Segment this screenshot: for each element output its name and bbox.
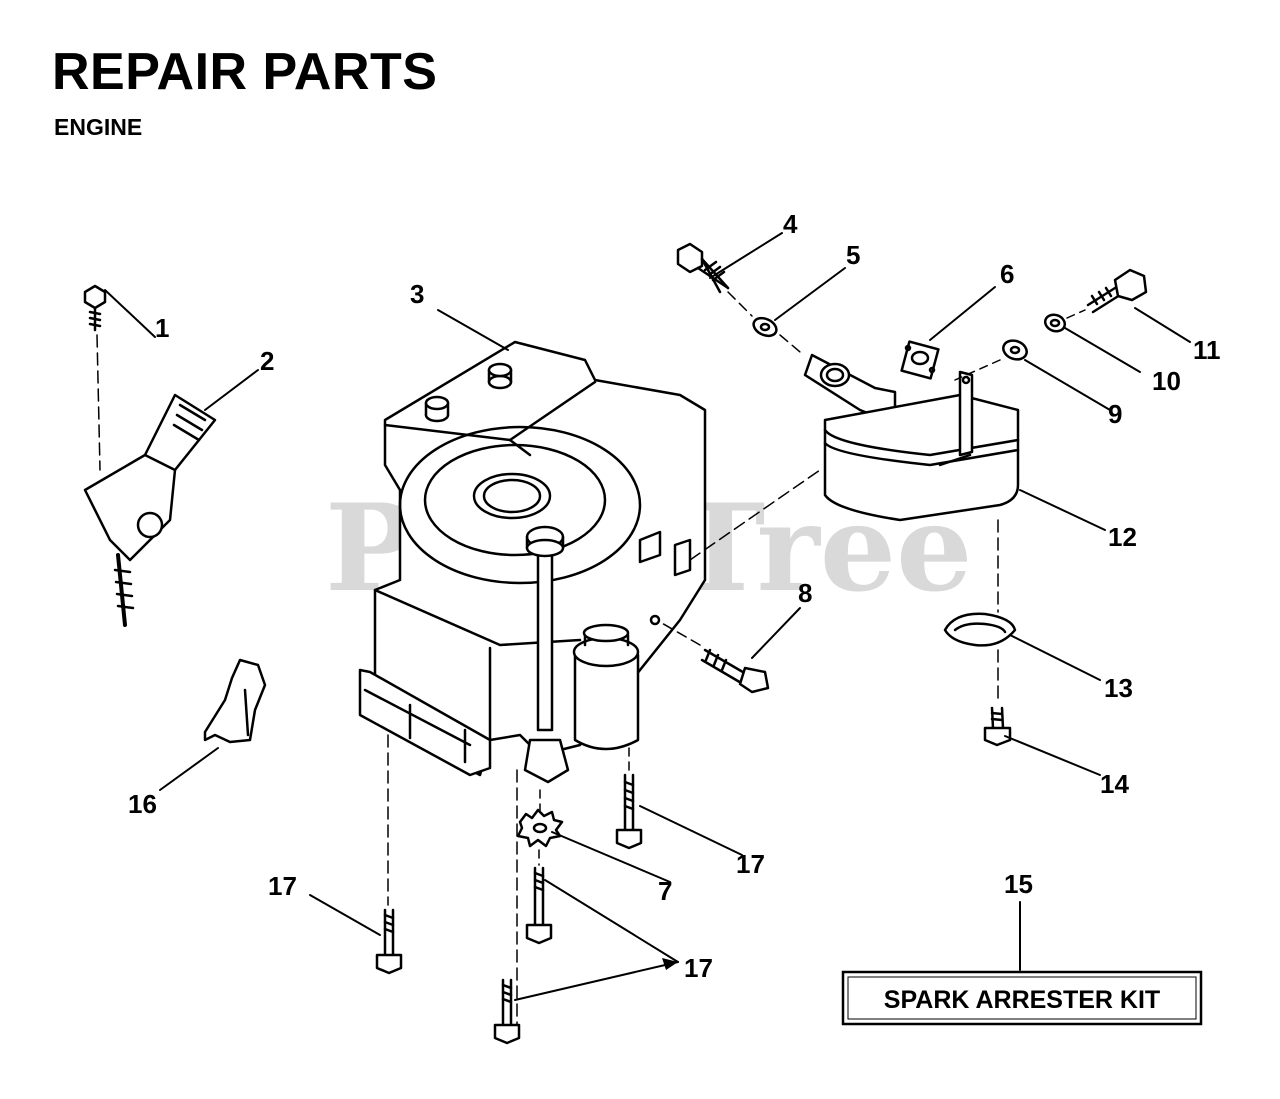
page-title: REPAIR PARTS [52,43,438,101]
callout-17-right: 17 [736,849,765,879]
callout-15: 15 [1004,869,1033,899]
callout-8: 8 [798,578,812,608]
callout-6: 6 [1000,259,1014,289]
callout-2: 2 [260,346,274,376]
leader-lines [104,232,1191,1001]
callout-1: 1 [155,313,169,343]
part-17-bolt-center-a [525,866,553,945]
part-6-gasket [900,340,940,380]
page-subtitle: ENGINE [54,114,143,140]
callout-5: 5 [846,240,860,270]
part-17-bolt-center-b [493,978,521,1045]
part-17-bolt-right [615,773,643,850]
part-17-bolt-left [375,908,403,975]
part-5-washer [752,316,778,338]
part-16-clip [203,658,267,744]
part-13-screen [943,612,1017,647]
part-7-star-washer [516,808,564,848]
part-12-muffler [823,370,1020,522]
callout-numbers: 1 2 3 4 5 6 7 8 9 10 11 12 13 14 15 16 1… [128,209,1221,983]
spark-arrester-kit-label: SPARK ARRESTER KIT [884,986,1160,1014]
part-10-lockwasher [1043,313,1067,333]
part-8-bolt [700,648,770,694]
part-14-screw [983,706,1012,747]
part-1-bolt [83,284,107,332]
callout-17-left: 17 [268,871,297,901]
part-4-bolt [676,242,730,294]
callout-14: 14 [1100,769,1129,799]
part-2-bracket [83,393,217,627]
callout-17-center: 17 [684,953,713,983]
callout-4: 4 [783,209,798,239]
part-11-bolt [1086,268,1148,314]
callout-3: 3 [410,279,424,309]
callout-9: 9 [1108,399,1122,429]
callout-13: 13 [1104,673,1133,703]
callout-10: 10 [1152,366,1181,396]
spark-arrester-kit-box: SPARK ARRESTER KIT [841,970,1203,1026]
part-9-washer [1002,339,1028,361]
callout-16: 16 [128,789,157,819]
exhaust-elbow [803,353,897,420]
callout-12: 12 [1108,522,1137,552]
callout-11: 11 [1193,335,1221,365]
part-3-engine [358,340,707,784]
callout-7: 7 [658,876,672,906]
